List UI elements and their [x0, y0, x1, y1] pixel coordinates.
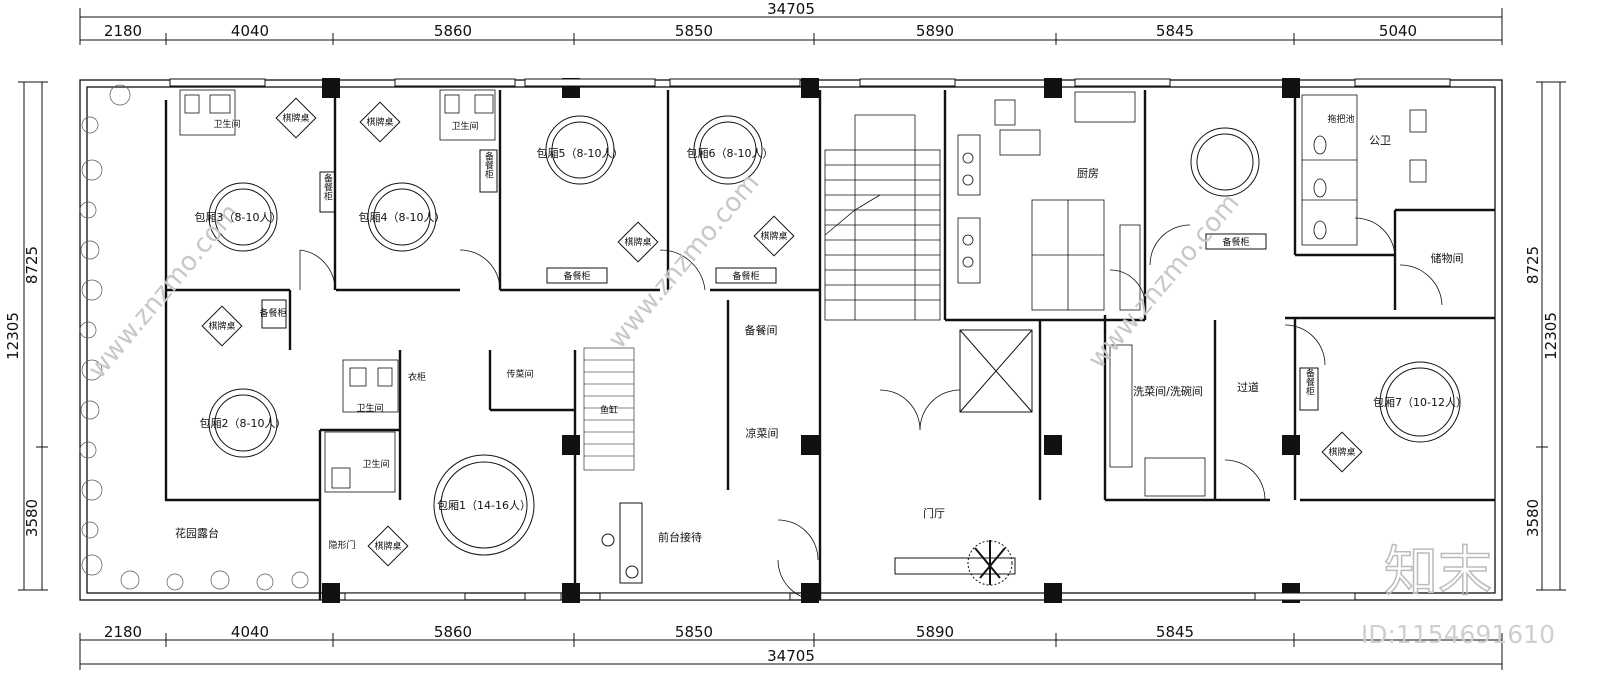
label-card-table-2: 棋牌桌: [208, 320, 235, 332]
structural-columns: [322, 78, 1300, 603]
interior-walls: [164, 90, 1495, 600]
label-room6: 包厢6（8-10人）: [687, 147, 774, 160]
label-sideboard-room6: 备餐柜: [732, 270, 759, 282]
label-serving: 传菜间: [506, 368, 533, 380]
label-toilet-public: 公卫: [1369, 134, 1391, 147]
reception-desk: [601, 502, 643, 584]
dim-bottom-seg-2: 4040: [231, 623, 269, 641]
label-room3: 包厢3（8-10人）: [195, 211, 282, 224]
label-toilet-room3: 卫生间: [213, 118, 240, 130]
label-card-table-6: 棋牌桌: [760, 230, 787, 242]
label-washroom: 洗菜间/洗碗间: [1133, 384, 1203, 398]
kitchen-equipment: [957, 91, 1206, 497]
dim-top-seg-4: 5850: [675, 22, 713, 40]
label-cold-dish: 凉菜间: [746, 426, 779, 440]
label-room1: 包厢1（14-16人）: [437, 499, 531, 512]
watermark-pattern: www.znzmo.com www.znzmo.com www.znzmo.co…: [82, 168, 1245, 384]
dim-right-seg-1: 8725: [1524, 246, 1542, 284]
dim-bottom-seg-4: 5850: [675, 623, 713, 641]
dim-bottom-total: 34705: [767, 647, 815, 665]
dim-top-seg-7: 5040: [1379, 22, 1417, 40]
label-toilet-room2: 卫生间: [356, 402, 383, 414]
dim-bottom-seg-5: 5890: [916, 623, 954, 641]
dim-right-seg-2: 3580: [1524, 499, 1542, 537]
label-room2: 包厢2（8-10人）: [200, 417, 287, 430]
label-hidden-door: 隐形门: [328, 539, 355, 551]
label-wardrobe: 衣柜: [408, 371, 426, 383]
toilet-fixtures: [179, 89, 1427, 493]
dim-top-seg-1: 2180: [104, 22, 142, 40]
garden-planting: [79, 84, 309, 591]
label-mop-pool: 拖把池: [1327, 113, 1354, 125]
label-room5: 包厢5（8-10人）: [537, 147, 624, 160]
label-room4: 包厢4（8-10人）: [359, 211, 446, 224]
watermark-id: ID:1154691610: [1361, 620, 1555, 649]
label-reception: 前台接待: [658, 530, 702, 544]
lobby-features: [894, 540, 1016, 586]
label-room7: 包厢7（10-12人）: [1373, 396, 1467, 409]
svg-text:www.znzmo.com: www.znzmo.com: [82, 198, 245, 384]
label-toilet-room4: 卫生间: [451, 120, 478, 132]
label-sideboard-room3: 备餐柜: [322, 172, 333, 201]
label-balcony: 花园露台: [175, 526, 219, 540]
label-card-table-7: 棋牌桌: [1328, 446, 1355, 458]
svg-text:www.znzmo.com: www.znzmo.com: [1082, 188, 1245, 374]
dim-top-total: 34705: [767, 0, 815, 18]
top-dimension-lines: [79, 8, 1503, 45]
left-dimension-lines: [18, 81, 48, 591]
staircase: [824, 114, 941, 321]
plant-icon: [974, 540, 1006, 585]
dim-left-seg-1: 8725: [23, 246, 41, 284]
label-sideboard-room7: 备餐柜: [1304, 367, 1315, 396]
dim-left-total: 12305: [4, 312, 22, 360]
label-fish-tank: 鱼缸: [600, 404, 618, 416]
label-card-table-3: 棋牌桌: [282, 112, 309, 124]
right-dimension-lines: [1536, 81, 1566, 591]
dim-top-seg-2: 4040: [231, 22, 269, 40]
label-sideboard-room2: 备餐柜: [259, 307, 286, 319]
label-kitchen: 厨房: [1077, 167, 1099, 180]
label-corridor: 过道: [1237, 380, 1259, 394]
label-storage: 储物间: [1431, 251, 1464, 265]
label-sideboard-room-nw: 备餐柜: [1222, 236, 1249, 248]
label-sideboard-room5: 备餐柜: [563, 270, 590, 282]
room-labels: 包厢3（8-10人） 包厢4（8-10人） 包厢5（8-10人） 包厢6（8-1…: [175, 112, 1467, 552]
label-toilet-room1: 卫生间: [362, 458, 389, 470]
round-tables: [208, 115, 1461, 556]
dim-right-total: 12305: [1542, 312, 1560, 360]
watermark-logo: 知末: [1384, 540, 1492, 603]
dim-left-seg-2: 3580: [23, 499, 41, 537]
fish-tank: [583, 347, 635, 471]
card-tables: [201, 97, 1363, 567]
bottom-dimension-lines: [79, 633, 1503, 670]
dim-top-seg-3: 5860: [434, 22, 472, 40]
label-lobby: 门厅: [923, 506, 945, 520]
label-card-table-4: 棋牌桌: [366, 116, 393, 128]
label-backup-room: 备餐间: [745, 323, 778, 337]
sideboards: [261, 149, 1319, 411]
windows: [169, 78, 1451, 601]
label-card-table-5: 棋牌桌: [624, 236, 651, 248]
dim-top-seg-5: 5890: [916, 22, 954, 40]
dim-bottom-seg-1: 2180: [104, 623, 142, 641]
label-sideboard-room4: 备餐柜: [483, 150, 494, 179]
dim-top-seg-6: 5845: [1156, 22, 1194, 40]
svg-text:www.znzmo.com: www.znzmo.com: [602, 168, 765, 354]
label-card-table-1: 棋牌桌: [374, 540, 401, 552]
dim-bottom-seg-6: 5845: [1156, 623, 1194, 641]
elevator-shaft: [959, 329, 1033, 413]
doors: [299, 217, 1443, 601]
dim-bottom-seg-3: 5860: [434, 623, 472, 641]
